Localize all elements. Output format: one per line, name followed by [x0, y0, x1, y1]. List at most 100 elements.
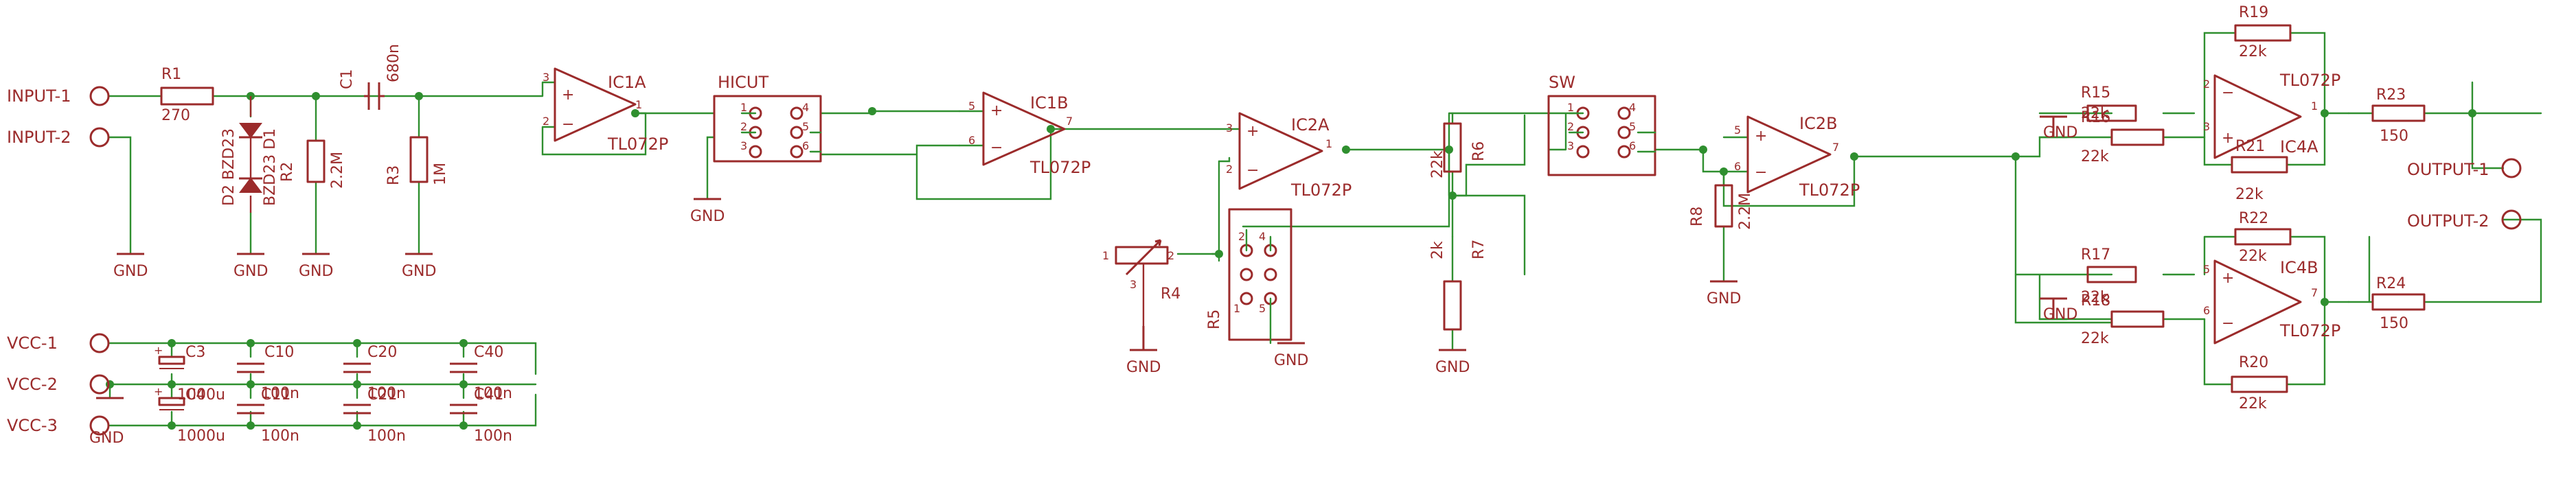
- svg-text:2: 2: [1567, 120, 1574, 133]
- port-input-1: INPUT-1: [7, 86, 110, 106]
- port-output-2: OUTPUT-2: [2407, 209, 2522, 231]
- svg-text:1: 1: [1567, 101, 1574, 114]
- svg-text:TL072P: TL072P: [607, 135, 668, 154]
- svg-text:2: 2: [1167, 249, 1174, 262]
- connector-icon: [2501, 209, 2522, 230]
- port-label: INPUT-1: [7, 86, 71, 106]
- gnd-icon: GND: [1707, 280, 1741, 307]
- svg-text:6: 6: [968, 134, 975, 147]
- port-label: VCC-3: [7, 416, 58, 435]
- svg-text:3: 3: [740, 139, 747, 152]
- svg-text:22k: 22k: [2239, 43, 2267, 60]
- svg-text:IC2A: IC2A: [1291, 115, 1330, 135]
- port-vcc-3: VCC-3: [7, 415, 110, 436]
- capacitor-c41: C41 100n: [450, 386, 512, 445]
- opamp-ic4a: −+ 231 TL072P IC4A: [2203, 71, 2340, 159]
- port-output-1: OUTPUT-1: [2407, 158, 2522, 179]
- svg-text:100n: 100n: [474, 385, 512, 402]
- svg-text:5: 5: [968, 100, 975, 113]
- svg-text:R24: R24: [2376, 275, 2406, 292]
- svg-text:5: 5: [1629, 120, 1636, 133]
- resistor-r2: R2 2.2M: [279, 139, 346, 189]
- svg-text:7: 7: [2311, 286, 2318, 299]
- port-label: INPUT-2: [7, 128, 71, 147]
- port-vcc-1: VCC-1: [7, 333, 110, 353]
- svg-text:IC2B: IC2B: [1799, 114, 1838, 133]
- svg-text:+: +: [1755, 128, 1767, 145]
- svg-text:5: 5: [802, 120, 809, 133]
- connector-icon: [89, 374, 110, 395]
- gnd-icon: GND: [113, 253, 148, 280]
- svg-text:1: 1: [2311, 100, 2318, 113]
- svg-text:GND: GND: [2043, 124, 2077, 141]
- svg-text:22k: 22k: [2239, 395, 2267, 412]
- svg-text:R18: R18: [2081, 292, 2110, 310]
- svg-text:GND: GND: [1126, 359, 1161, 376]
- svg-text:2.2M: 2.2M: [329, 152, 346, 189]
- svg-text:+: +: [154, 344, 163, 357]
- svg-text:GND: GND: [1274, 352, 1308, 369]
- switch-hicut: HICUT 123 456: [713, 73, 822, 163]
- gnd-icon: GND: [89, 397, 124, 447]
- svg-text:−: −: [2222, 84, 2234, 102]
- capacitor-c20: C20 100n: [343, 344, 406, 402]
- svg-text:TL072P: TL072P: [1799, 180, 1860, 200]
- gnd-icon: GND: [1274, 342, 1308, 369]
- svg-text:680n: 680n: [385, 44, 402, 82]
- svg-text:R7: R7: [1470, 240, 1488, 259]
- gnd-icon: GND: [402, 253, 436, 280]
- svg-text:22k: 22k: [2235, 186, 2264, 203]
- svg-text:6: 6: [2203, 304, 2210, 317]
- svg-text:R4: R4: [1161, 286, 1181, 303]
- gnd-icon: GND: [299, 253, 333, 280]
- resistor-r6: 22k R6: [1429, 122, 1488, 178]
- opamp-ic1b: +− 567 IC1B TL072P: [968, 91, 1091, 177]
- capacitor-c40: C40 100n: [450, 344, 512, 402]
- svg-text:100n: 100n: [474, 428, 512, 445]
- svg-text:GND: GND: [1707, 290, 1741, 307]
- port-input-2: INPUT-2: [7, 127, 110, 148]
- connector-icon: [89, 127, 110, 148]
- svg-text:1: 1: [1233, 302, 1240, 315]
- resistor-r8: R8 2.2M: [1689, 184, 1754, 230]
- gnd-icon: GND: [690, 198, 725, 225]
- svg-text:2.2M: 2.2M: [1737, 193, 1754, 230]
- svg-text:4: 4: [1629, 101, 1636, 114]
- capacitor-c21: C21 100n: [343, 386, 406, 445]
- svg-text:IC4B: IC4B: [2280, 258, 2318, 277]
- svg-text:5: 5: [1734, 124, 1741, 137]
- resistor-r20: R20 22k: [2231, 354, 2288, 412]
- svg-text:1M: 1M: [432, 163, 449, 185]
- svg-text:TL072P: TL072P: [2279, 71, 2340, 90]
- svg-text:100n: 100n: [261, 428, 299, 445]
- resistor-r7: 2k R7: [1429, 240, 1488, 331]
- svg-text:C1: C1: [339, 69, 356, 89]
- svg-text:150: 150: [2380, 128, 2408, 145]
- svg-text:150: 150: [2380, 315, 2408, 332]
- svg-text:7: 7: [1832, 141, 1839, 154]
- svg-text:2: 2: [740, 120, 747, 133]
- svg-text:C10: C10: [264, 344, 294, 361]
- svg-text:+: +: [562, 86, 574, 104]
- opamp-ic2b: +− 567 IC2B TL072P: [1734, 114, 1860, 200]
- svg-text:+: +: [1246, 123, 1259, 140]
- svg-text:22k: 22k: [2081, 148, 2109, 165]
- svg-text:R5: R5: [1206, 310, 1223, 329]
- connector-icon: [89, 415, 110, 436]
- gnd-icon: GND: [1435, 349, 1470, 376]
- svg-text:GND: GND: [233, 263, 268, 280]
- svg-text:R2: R2: [279, 162, 296, 182]
- svg-text:SW: SW: [1549, 73, 1575, 92]
- gnd-icon: GND: [1126, 326, 1161, 376]
- svg-text:HICUT: HICUT: [718, 73, 768, 92]
- resistor-value: 270: [161, 107, 190, 124]
- resistor-r17: R17 22k: [2081, 246, 2137, 306]
- junctions: [106, 92, 2476, 430]
- port-label: VCC-2: [7, 375, 58, 394]
- svg-text:R17: R17: [2081, 246, 2110, 264]
- port-label: OUTPUT-1: [2407, 160, 2489, 179]
- gnd-icon: GND: [2040, 115, 2077, 141]
- gnd-icon: GND: [233, 253, 268, 280]
